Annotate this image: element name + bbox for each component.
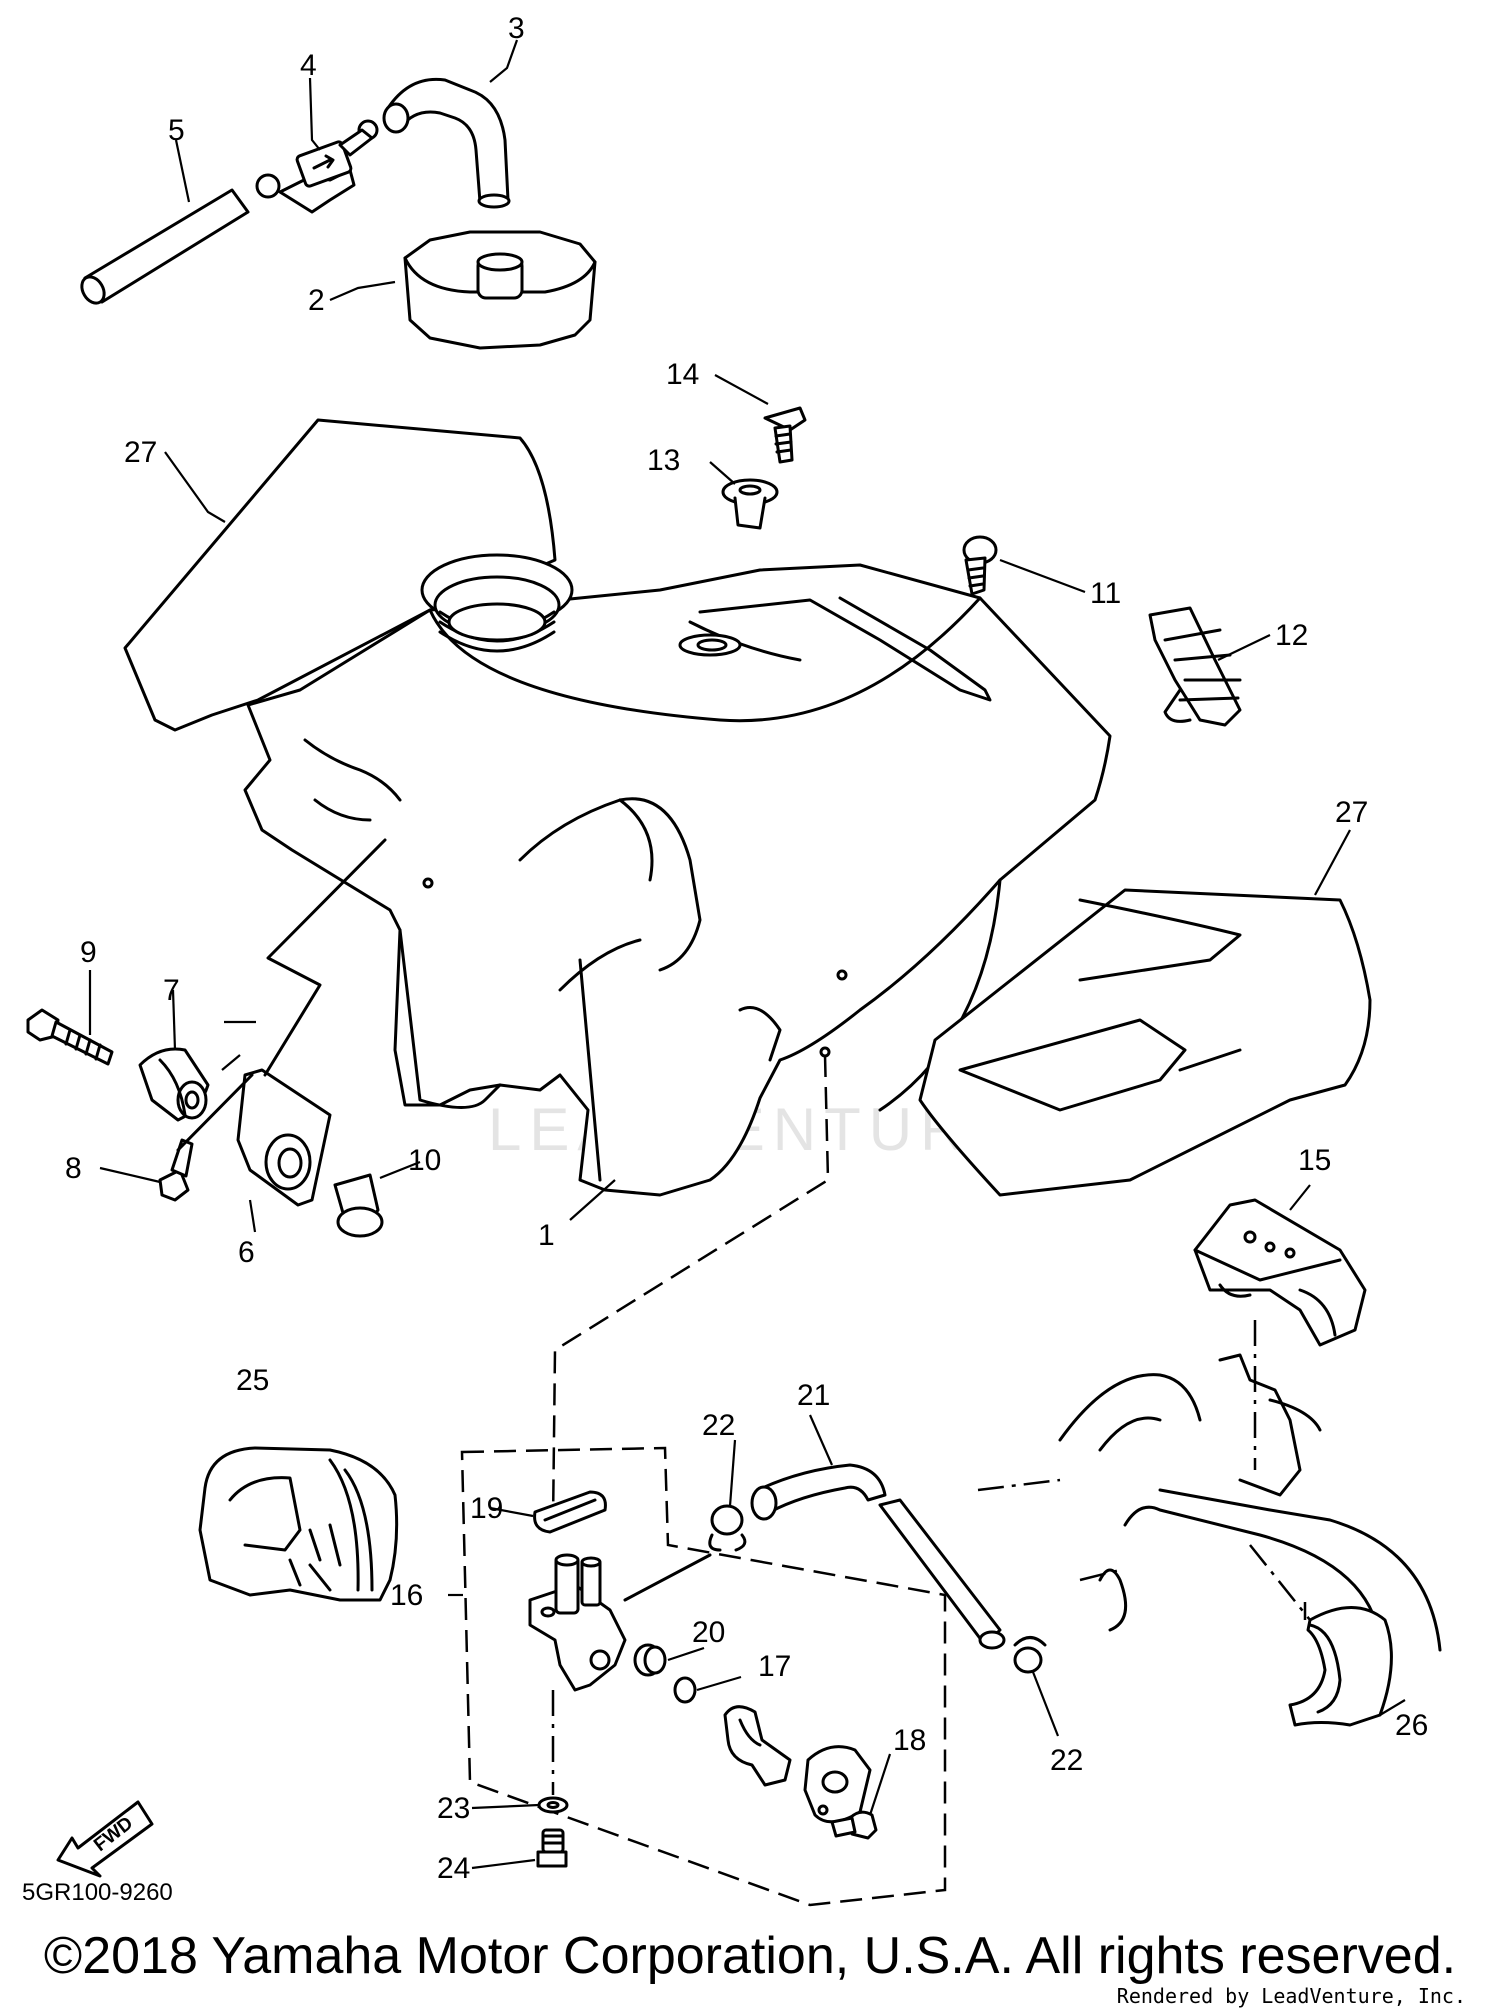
guard-15 xyxy=(1193,1198,1367,1347)
callout-23: 23 xyxy=(437,1792,470,1825)
callout-1: 1 xyxy=(538,1219,555,1252)
callout-9: 9 xyxy=(80,936,97,969)
callout-7: 7 xyxy=(163,974,180,1007)
bracket-6 xyxy=(236,1068,332,1207)
decal-right-27 xyxy=(918,888,1372,1197)
oring-20 xyxy=(633,1643,667,1677)
damper-7 xyxy=(138,1047,210,1122)
callout-18: 18 xyxy=(893,1724,926,1757)
lever xyxy=(723,1705,792,1787)
oring-17 xyxy=(673,1676,697,1704)
protector-26 xyxy=(1288,1606,1393,1727)
rendered-by-credit: Rendered by LeadVenture, Inc. xyxy=(1116,1984,1466,2008)
callout-24: 24 xyxy=(437,1852,470,1885)
screw-18 xyxy=(830,1810,878,1840)
callout-20: 20 xyxy=(692,1616,725,1649)
copyright-notice: ©2018 Yamaha Motor Corporation, U.S.A. A… xyxy=(43,1927,1457,1985)
callout-25: 25 xyxy=(236,1364,269,1397)
bolt-24 xyxy=(536,1828,568,1868)
callout-15: 15 xyxy=(1298,1144,1331,1177)
callout-19: 19 xyxy=(470,1492,503,1525)
fuel-hose-21 xyxy=(750,1463,1006,1650)
hose-clip-22a xyxy=(708,1504,747,1552)
callout-5: 5 xyxy=(168,114,185,147)
frame-reference xyxy=(977,1320,1442,1652)
hose-clip-22b xyxy=(1013,1636,1047,1674)
callout-26: 26 xyxy=(1395,1709,1428,1742)
hose-5 xyxy=(80,188,250,305)
callout-16: 16 xyxy=(390,1579,423,1612)
breather-valve xyxy=(255,119,379,214)
fwd-arrow-icon: FWD xyxy=(56,1800,154,1878)
breather-hose xyxy=(382,77,511,209)
fuel-cock-assembly-16 xyxy=(460,1446,947,1907)
callout-22b: 22 xyxy=(1050,1744,1083,1777)
callout-2: 2 xyxy=(308,284,325,317)
screw-14 xyxy=(763,406,807,464)
leader-lines xyxy=(88,39,1406,1870)
fuel-cock-body xyxy=(528,1553,627,1692)
fuel-cap xyxy=(403,230,597,350)
mount-reference-line xyxy=(263,838,387,1077)
callout-3: 3 xyxy=(508,12,525,45)
collar-10 xyxy=(333,1173,384,1238)
callout-22a: 22 xyxy=(702,1409,735,1442)
filter-19 xyxy=(533,1490,607,1534)
callout-27a: 27 xyxy=(124,436,157,469)
washer-23 xyxy=(537,1796,569,1814)
bolt-8 xyxy=(158,1138,194,1202)
callout-12: 12 xyxy=(1275,619,1308,652)
callout-17: 17 xyxy=(758,1650,791,1683)
bolt-11 xyxy=(962,535,998,596)
callout-14: 14 xyxy=(666,358,699,391)
callout-27b: 27 xyxy=(1335,796,1368,829)
callout-6: 6 xyxy=(238,1236,255,1269)
collar-13 xyxy=(721,478,779,530)
part-callouts: 3 4 5 2 14 27 13 11 12 27 9 7 10 8 6 1 1… xyxy=(65,12,1428,1885)
callout-11: 11 xyxy=(1090,577,1121,610)
callout-8: 8 xyxy=(65,1152,82,1185)
callout-13: 13 xyxy=(647,444,680,477)
plate xyxy=(803,1745,872,1824)
diagram-code: 5GR100-9260 xyxy=(22,1879,173,1906)
bolt-9 xyxy=(26,1008,114,1066)
callout-10: 10 xyxy=(408,1144,441,1177)
callout-21: 21 xyxy=(797,1379,830,1412)
clip-12 xyxy=(1148,606,1242,727)
cover-25 xyxy=(198,1446,399,1602)
callout-4: 4 xyxy=(300,49,317,82)
